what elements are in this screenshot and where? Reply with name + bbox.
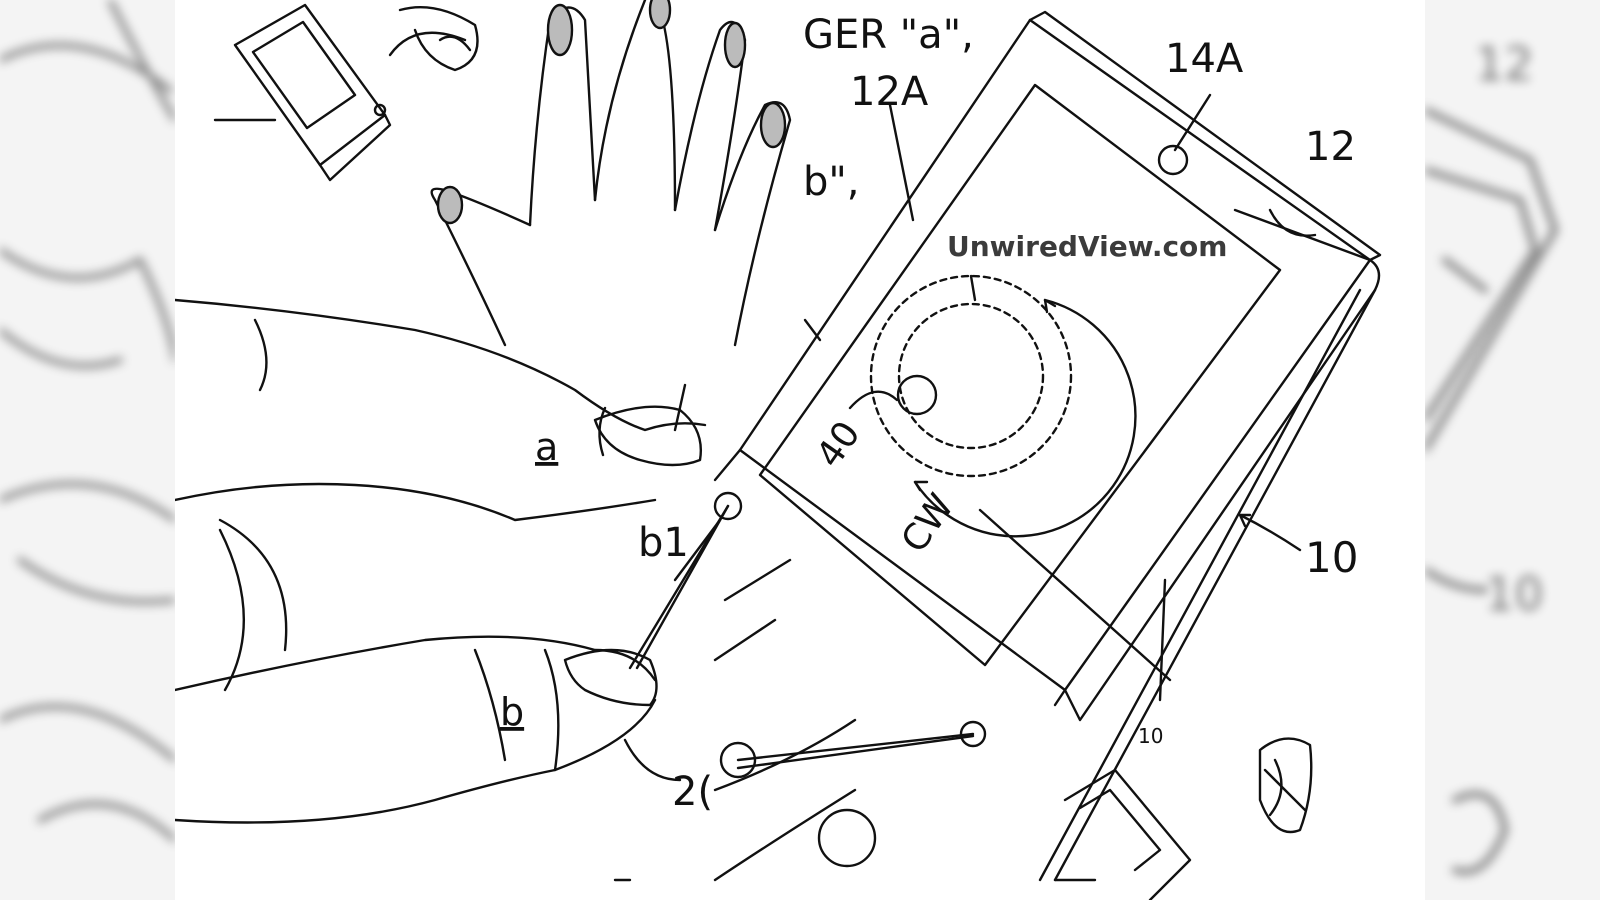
blurred-background-left xyxy=(0,0,175,900)
device-thumbnail-top xyxy=(213,3,479,182)
label-12a: 12A xyxy=(850,69,929,115)
label-10: 10 xyxy=(1305,533,1358,582)
rotation-gesture-indicator xyxy=(848,274,1137,538)
patent-drawing: GER "a", 12A 14A 12 b", UnwiredView.com … xyxy=(175,0,1425,900)
touch-connector-lines xyxy=(613,491,987,882)
label-finger-a: a xyxy=(535,425,558,469)
open-hand-gesture xyxy=(430,0,792,347)
finger-a xyxy=(175,298,707,522)
label-40: 40 xyxy=(809,414,869,475)
bg-label-12: 12 xyxy=(1475,37,1534,91)
device-thumbnail-bottom xyxy=(1053,737,1313,900)
blurred-background-right: 12 10 xyxy=(1425,0,1600,900)
label-cw: CW xyxy=(894,487,962,560)
finger-b xyxy=(175,518,682,824)
label-14a: 14A xyxy=(1165,36,1244,82)
label-b1: b1 xyxy=(638,520,689,566)
label-10-small: 10 xyxy=(1138,724,1163,748)
label-12: 12 xyxy=(1305,124,1356,170)
label-gesture-a: GER "a", xyxy=(803,12,974,58)
bg-label-10: 10 xyxy=(1485,567,1544,621)
handheld-device xyxy=(713,10,1382,882)
label-gesture-b: b", xyxy=(803,159,860,205)
watermark-text: UnwiredView.com xyxy=(947,230,1227,263)
label-20: 2( xyxy=(672,769,713,815)
label-finger-b: b xyxy=(500,690,524,734)
